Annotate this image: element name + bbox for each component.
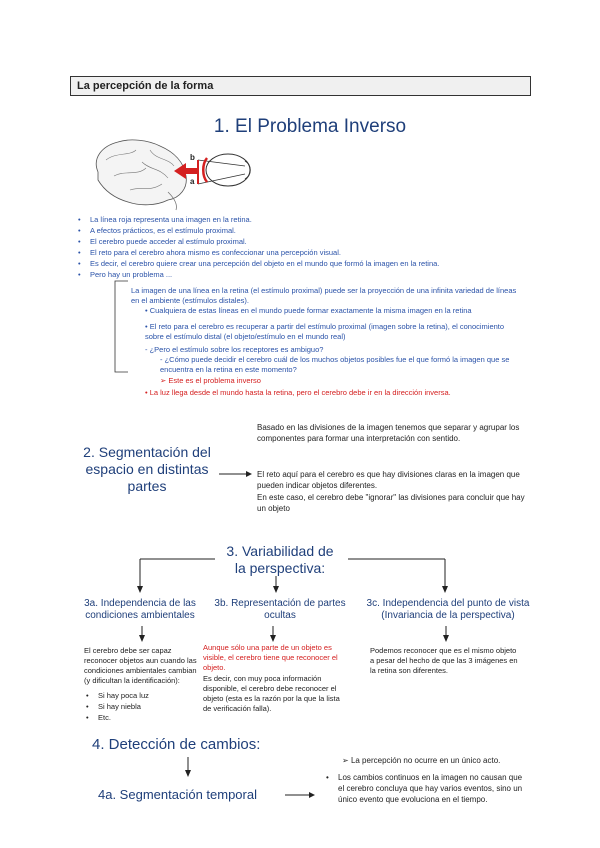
bullet-item: La línea roja representa una imagen en l… — [78, 214, 528, 225]
section-4a-title: 4a. Segmentación temporal — [98, 786, 288, 803]
section-3-title: 3. Variabilidad de la perspectiva: — [205, 543, 355, 577]
box-bracket — [115, 281, 128, 372]
bullet-item: El cerebro puede acceder al estímulo pro… — [78, 236, 528, 247]
section-2-p2: El reto aquí para el cerebro es que hay … — [257, 469, 532, 491]
section-1-bullets: La línea roja representa una imagen en l… — [78, 214, 528, 280]
bullet-item: Pero hay un problema ... — [78, 269, 528, 280]
box-inverse-problem: ➢ Este es el problema inverso — [150, 376, 450, 386]
section-3c-text: Podemos reconocer que es el mismo objeto… — [370, 646, 520, 676]
box-bullet-2: • El reto para el cerebro es recuperar a… — [135, 322, 520, 342]
list-item: Si hay poca luz — [86, 690, 196, 701]
page-header: La percepción de la forma — [70, 76, 531, 96]
list-item: Si hay niebla — [86, 701, 196, 712]
bullet-item: El reto para el cerebro ahora mismo es c… — [78, 247, 528, 258]
box-question-2: - ¿Cómo puede decidir el cerebro cuál de… — [150, 355, 520, 375]
box-bullet-1: • Cualquiera de estas líneas en el mundo… — [135, 306, 520, 316]
section-3a-text: El cerebro debe ser capaz reconocer obje… — [84, 646, 204, 686]
section-1-title: 1. El Problema Inverso — [160, 116, 460, 138]
box-last: • La luz llega desde el mundo hasta la r… — [135, 388, 535, 398]
section-3a-list: Si hay poca luz Si hay niebla Etc. — [86, 690, 196, 723]
label-b: b — [190, 153, 195, 162]
box-question: - ¿Pero el estímulo sobre los receptores… — [135, 345, 520, 355]
bullet-item: Es decir, el cerebro quiere crear una pe… — [78, 258, 528, 269]
arrow-icon: ➢ — [342, 756, 349, 765]
section-4-title: 4. Detección de cambios: — [92, 736, 292, 753]
box-intro: La imagen de una línea en la retina (el … — [131, 286, 521, 306]
section-4-text: •Los cambios continuos en la imagen no c… — [326, 772, 526, 805]
section-2-p3: En este caso, el cerebro debe "ignorar" … — [257, 492, 532, 514]
section-2-p1: Basado en las divisiones de la imagen te… — [257, 422, 532, 444]
bullet-item: A efectos prácticos, es el estímulo prox… — [78, 225, 528, 236]
label-a: a — [190, 177, 194, 186]
section-2-title: 2. Segmentación del espacio en distintas… — [72, 444, 222, 495]
section-3b-red: Aunque sólo una parte de un objeto es vi… — [203, 643, 343, 673]
section-4-note: ➢ La percepción no ocurre en un único ac… — [342, 755, 542, 766]
list-item: Etc. — [86, 712, 196, 723]
section-3c-title: 3c. Independencia del punto de vista(Inv… — [358, 598, 538, 622]
section-3b-text: Es decir, con muy poca información dispo… — [203, 674, 343, 714]
